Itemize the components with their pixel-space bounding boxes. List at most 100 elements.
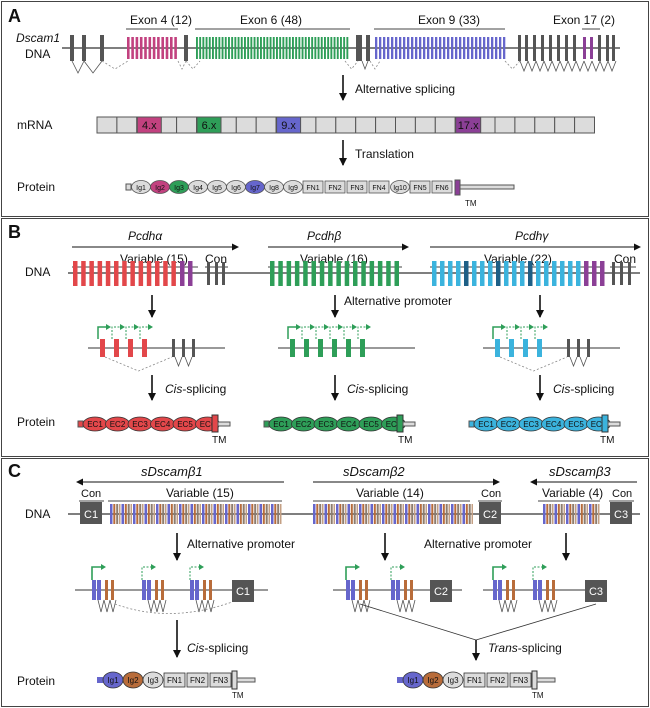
exon9-variant (387, 37, 390, 59)
exon6-variant (263, 37, 266, 59)
promoter-alternative-head (148, 324, 153, 330)
cis-word-b3: Cis (553, 382, 570, 396)
con-c2-label: Con (481, 488, 501, 500)
transcript-constant-exon (172, 339, 175, 357)
splicing-suffix-b2: -splicing (364, 382, 408, 396)
sdscam-variable-exon-fn (598, 504, 600, 524)
exon9-variant (443, 37, 446, 59)
pcdh-alpha-variable-exon (155, 261, 160, 286)
promoter-alternative (329, 326, 339, 339)
exon6-variant (301, 37, 304, 59)
step-trans-splicing-c: Trans-splicing (488, 641, 562, 655)
exon9-variant (499, 37, 502, 59)
step-alternative-splicing: Alternative splicing (355, 82, 455, 96)
pcdh-tail (402, 421, 416, 427)
panel-c-frame (1, 458, 649, 707)
sdscam-domain-label: Ig2 (427, 676, 439, 685)
transcript-variable-exon (523, 339, 528, 357)
panel-b-frame (1, 218, 649, 457)
transcript-intron-solid (174, 356, 183, 368)
sdscam-variable-exon-fn (345, 504, 347, 524)
exon6-variant (215, 37, 218, 59)
pcdh-ec-label: EC2 (110, 420, 126, 429)
sdscam-variable-exon-ig1 (179, 504, 182, 524)
constant-box-c1: C1 (80, 502, 102, 524)
sdscam-variable-exon-ig2 (228, 504, 231, 524)
sdscam-variable-exon-ig1 (202, 504, 205, 524)
sdscam-domain-fn3 (509, 672, 532, 688)
pcdh-gamma-variable-exon (544, 261, 549, 286)
protein-signal-peptide (125, 183, 132, 191)
sdscam-variable-exon-ig1 (566, 504, 569, 524)
transcript-c1-splice (114, 601, 233, 614)
exon6-variant (266, 37, 269, 59)
sdscam-variable-exon-ig3 (365, 504, 368, 524)
pcdh-ec-label: EC3 (318, 420, 334, 429)
pcdh-gamma-variable-exon (480, 261, 485, 286)
sdscam-variable-exon-ig2 (465, 504, 468, 524)
con-c3-label: Con (612, 488, 632, 500)
protein-domain-label: FN5 (413, 185, 426, 192)
sdscam-variable-exon-fn (425, 504, 427, 524)
sdscam-variable-exon-ig1 (347, 504, 350, 524)
sdscam-variable-exon-fn (379, 504, 381, 524)
constant-box-c3: C3 (610, 502, 632, 524)
transcript-variable-exon (114, 339, 119, 357)
exon6-variant (231, 37, 234, 59)
promoter-alternative (343, 326, 353, 339)
exon6-variant (205, 37, 208, 59)
transcript-variable-exon (128, 339, 133, 357)
transcript-c1-group-intron (207, 599, 215, 613)
transcript-c3-group-ig1 (538, 580, 542, 600)
step-alternative-promoter-b: Alternative promoter (344, 294, 452, 308)
sdscam-variable-exon-ig3 (445, 504, 448, 524)
sdscam-variable-exon-ig2 (557, 504, 560, 524)
transcript-variable-exon (304, 339, 309, 357)
pcdh-beta-variable-exon (328, 261, 333, 286)
exon6-variant (333, 37, 336, 59)
panel-c: C sDscamβ1 sDscamβ2 sDscamβ3 Con Variabl… (8, 461, 640, 700)
exon9-label: Exon 9 (33) (418, 13, 480, 27)
pcdh-gamma-constant-exon (628, 262, 631, 285)
pcdh-ec-label: EC2 (296, 420, 312, 429)
pcdh-gamma-variable-exon (464, 261, 469, 286)
pcdh-alpha-variable-exon (114, 261, 119, 286)
transcript-constant-exon (577, 339, 580, 357)
pcdh-ec-label: EC1 (478, 420, 494, 429)
transcript-c1-constant (232, 580, 254, 602)
sdscam-variable-exon-fn (268, 504, 270, 524)
sdscam-tm (231, 670, 238, 690)
transcript-c1-group-ig2 (105, 580, 108, 600)
con-c1-label: Con (81, 488, 101, 500)
protein-domain-ig9 (283, 180, 303, 194)
exon6-variant (346, 37, 349, 59)
transcript-c2-group-ig1 (351, 580, 355, 600)
sdscam-variable-exon-ig3 (127, 504, 130, 524)
exon4-variant (139, 37, 143, 59)
pcdh-gamma-variable-exon (552, 261, 557, 286)
sdscam-variable-exon-ig1 (577, 504, 580, 524)
protein-domain-label: Ig2 (155, 185, 165, 192)
exon9-variant (423, 37, 426, 59)
panel-c-letter: C (8, 461, 21, 481)
pcdh-tm (211, 414, 219, 433)
pcdh-beta-variable-exon (353, 261, 358, 286)
intron-dashed (504, 60, 521, 70)
transcript-c3-group-intron (504, 599, 512, 613)
pcdh-beta-variable-exon (303, 261, 308, 286)
exon4-variant (144, 37, 147, 59)
sdscam-variable-exon-ig1 (336, 504, 339, 524)
transcript-c3-group-ig1 (498, 580, 502, 600)
sdscam-b1-label: sDscamβ1 (141, 464, 203, 479)
step-cis-splicing-c: Cis-splicing (187, 641, 248, 655)
sdscam-variable-exon-fn (165, 504, 167, 524)
sdscam-variable-exon-ig3 (583, 504, 586, 524)
pcdh-ec-label: EC4 (341, 420, 357, 429)
protein-domain-label: FN4 (372, 185, 385, 192)
sdscam-variable-exon-fn (234, 504, 236, 524)
protein-domain-label: Ig5 (212, 185, 222, 192)
promoter-alternative (534, 326, 544, 339)
protein-label-a: Protein (17, 180, 55, 194)
pcdh-signal-peptide (263, 420, 270, 428)
